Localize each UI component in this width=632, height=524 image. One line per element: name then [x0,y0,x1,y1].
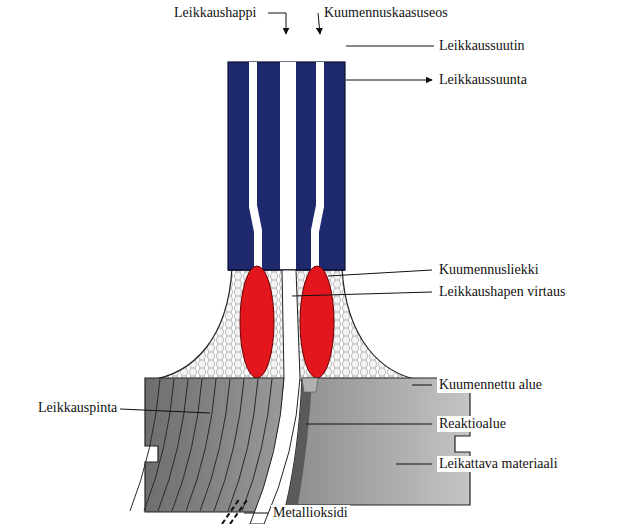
drag-line [200,379,230,511]
part-label: Reaktioalue [437,416,508,432]
part-label: Leikkaushapen virtaus [437,284,567,300]
drag-line [186,379,216,511]
cutting-nozzle [228,62,345,270]
metal-oxide [230,500,247,524]
drag-line [158,379,188,511]
oxygen-stream [250,270,300,524]
part-label: Leikkauspinta [36,400,119,416]
metal-oxide [222,498,240,524]
heating-flame [240,266,274,378]
drag-line [172,379,202,511]
part-label: Kuumennuskaasuseos [322,5,450,21]
gas-channel [249,62,262,270]
drag-line [130,379,160,511]
workpiece-block [286,378,470,505]
gas-channel [311,62,324,270]
leader-lines [120,13,434,513]
part-label: Kuumennettu alue [437,377,544,393]
drag-line [144,379,174,511]
drag-line [214,379,244,511]
oxygen-channel [280,62,296,270]
part-label: Leikkaussuutin [437,38,527,54]
part-label: Leikkaushappi [172,5,258,21]
part-label: Metallioksidi [271,505,350,521]
part-label: Leikattava materiaali [437,456,560,472]
part-label: Kuumennusliekki [437,262,541,278]
heated-area [302,378,318,392]
heating-flame [300,266,334,378]
part-label: Leikkaussuunta [437,72,529,88]
drag-lines [130,379,272,511]
drag-line [228,379,258,511]
